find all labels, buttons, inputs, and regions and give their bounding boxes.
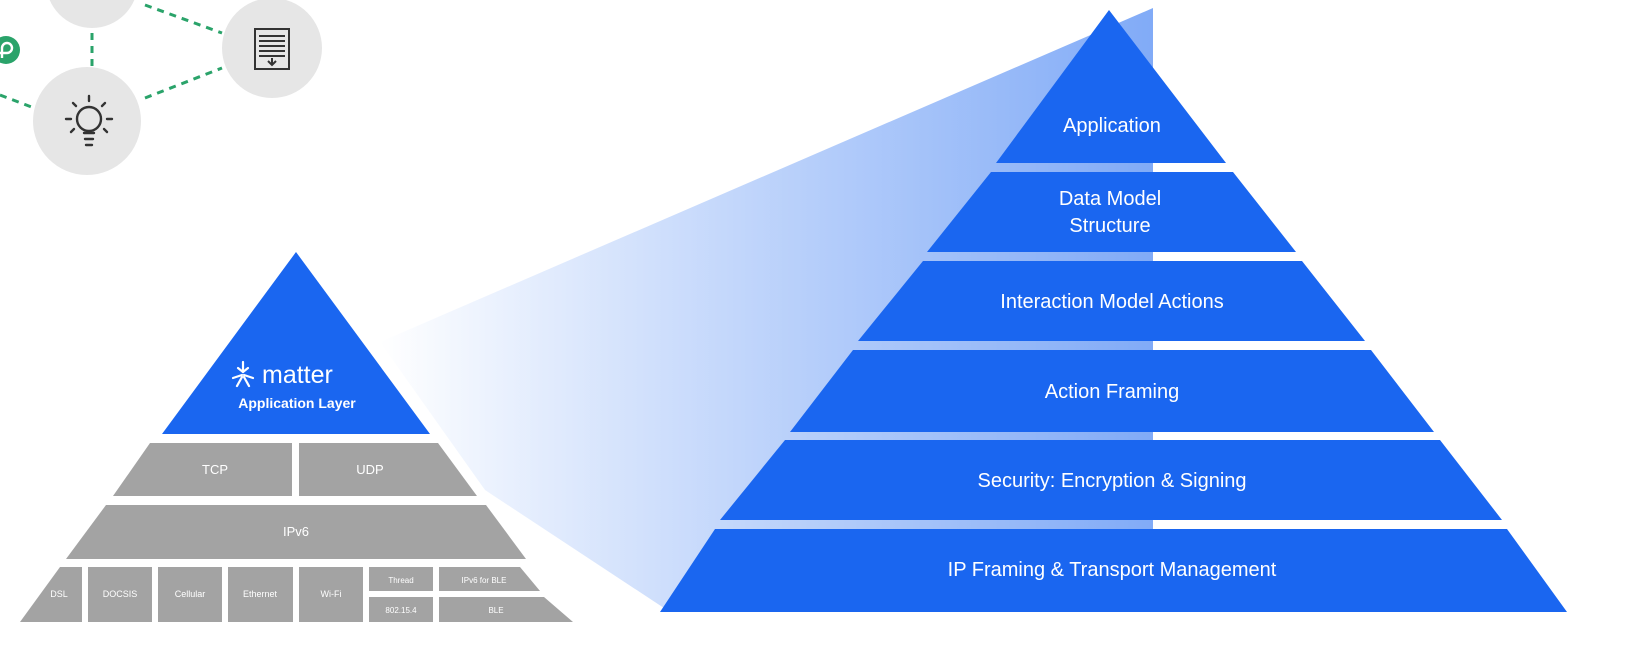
link-cellular [158, 567, 222, 622]
tier-security-label: Security: Encryption & Signing [977, 470, 1246, 492]
device-network [0, 0, 322, 175]
network-connectors [0, 3, 223, 110]
ble-block [439, 597, 573, 622]
matter-stack-pyramid: matter Application Layer TCP UDP IPv6 DS… [20, 252, 573, 622]
device-node-blinds [222, 0, 322, 98]
tier-action-framing-label: Action Framing [1045, 381, 1180, 403]
link-docsis-label: DOCSIS [103, 589, 138, 599]
tier-security [720, 440, 1502, 520]
ieee-802154-label: 802.15.4 [385, 606, 417, 615]
lightbulb-icon [64, 94, 114, 147]
ieee-802154-block [369, 597, 433, 622]
ipv6-label: IPv6 [283, 524, 309, 539]
tier-application [996, 10, 1226, 163]
device-node-top [49, 0, 135, 28]
thread-label: Thread [388, 576, 413, 585]
link-ethernet-label: Ethernet [243, 589, 278, 599]
matter-logo-icon [231, 360, 255, 388]
tier-ip-framing-label: IP Framing & Transport Management [948, 559, 1277, 581]
link-ethernet [228, 567, 293, 622]
matter-logo-text: matter [262, 361, 333, 389]
thread-icon [0, 36, 20, 64]
link-wifi [299, 567, 363, 622]
link-wifi-label: Wi-Fi [321, 589, 342, 599]
thread-block [369, 567, 433, 591]
tier-action-framing [790, 350, 1434, 432]
tier-data-model-label-1: Data Model [1059, 188, 1161, 210]
link-cellular-label: Cellular [175, 589, 206, 599]
ipv6-ble-block [439, 567, 540, 591]
application-layer-label: Application Layer [238, 395, 356, 411]
tier-interaction-model-label: Interaction Model Actions [1000, 291, 1223, 313]
tcp-block [113, 443, 292, 496]
tier-ip-framing [660, 529, 1567, 612]
blinds-icon [254, 28, 290, 70]
udp-block [299, 443, 477, 496]
tier-application-label: Application [1063, 115, 1161, 137]
tcp-label: TCP [202, 462, 228, 477]
application-layer-pyramid: Application Data Model Structure Interac… [660, 10, 1567, 612]
udp-label: UDP [356, 462, 383, 477]
application-layer-tip [162, 252, 430, 434]
ipv6-block [66, 505, 526, 559]
ble-label: BLE [488, 606, 503, 615]
tier-interaction-model [858, 261, 1365, 341]
ipv6-ble-label: IPv6 for BLE [462, 576, 507, 585]
tier-data-model-label-2: Structure [1069, 215, 1150, 237]
link-dsl [20, 567, 82, 622]
link-dsl-label: DSL [50, 589, 68, 599]
tier-data-model [927, 172, 1296, 252]
device-node-light [33, 67, 141, 175]
link-docsis [88, 567, 152, 622]
